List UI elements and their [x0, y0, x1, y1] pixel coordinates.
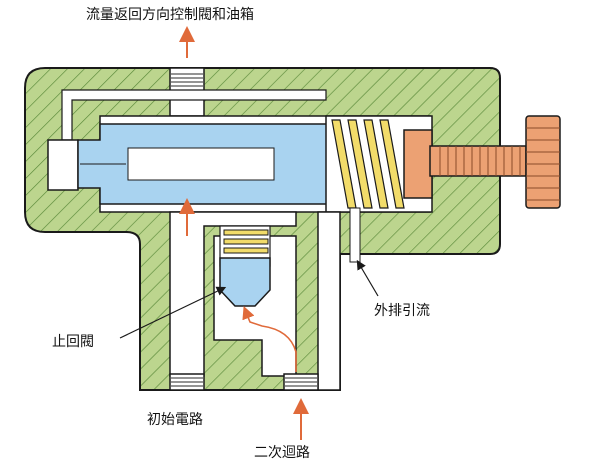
secondary-port-threads [284, 377, 318, 387]
knob-knurl [526, 127, 560, 201]
pilot-chamber [47, 139, 79, 191]
screw-threads [439, 146, 521, 176]
return-port-threads [170, 73, 204, 87]
flow-return-label: 流量返回方向控制閥和油箱 [86, 7, 254, 23]
external-drain-passage [349, 207, 361, 263]
drain-leader [356, 259, 379, 297]
right-passage [317, 211, 341, 391]
adjusting-knob[interactable] [525, 115, 561, 209]
check-valve-poppet [219, 257, 271, 307]
secondary-circuit-label: 二次迴路 [254, 445, 310, 461]
check-valve-flow-path [242, 306, 297, 372]
check-valve-spring [223, 229, 269, 254]
spring-retainer [403, 129, 433, 199]
check-valve-label: 止回閥 [52, 334, 94, 350]
primary-port-threads [170, 377, 204, 387]
check-valve-leader [119, 286, 227, 339]
pressure-spring [331, 119, 405, 209]
external-drain-label: 外排引流 [374, 303, 430, 319]
primary-circuit-label: 初始電路 [147, 412, 203, 428]
spool-groove [127, 147, 275, 181]
